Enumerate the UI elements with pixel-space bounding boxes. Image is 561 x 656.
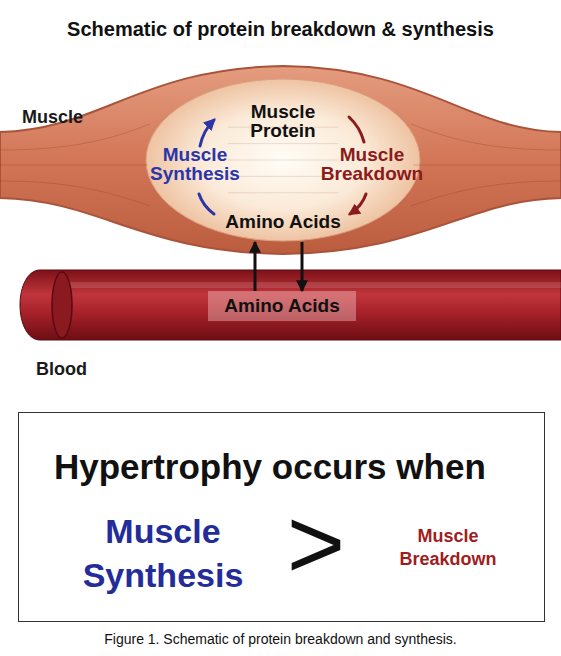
protein-label: Muscle Protein xyxy=(228,102,338,140)
blood-vessel: Amino AcidsBlood xyxy=(20,268,561,342)
muscle-fiber xyxy=(0,181,150,206)
greater-than-sign: > xyxy=(276,493,356,593)
muscle-fiber xyxy=(0,124,150,150)
breakdown-arrow xyxy=(350,194,366,214)
synthesis-arrow xyxy=(200,120,214,146)
muscle-outline xyxy=(0,66,561,254)
muscle-fiber xyxy=(411,124,561,150)
breakdown-arrow-tail xyxy=(349,117,364,142)
muscle-label: Muscle xyxy=(22,108,132,128)
cycle-arrows xyxy=(199,117,366,214)
figure-caption: Figure 1. Schematic of protein breakdown… xyxy=(0,631,561,648)
figure-title: Schematic of protein breakdown & synthes… xyxy=(0,18,561,40)
muscle-fiber xyxy=(228,192,338,193)
muscle-fiber xyxy=(0,165,148,166)
muscle-band: Muscle ProteinMuscle Synthesis Muscle Bre… xyxy=(0,60,561,260)
vessel-opening xyxy=(52,272,72,338)
breakdown-label: Muscle Breakdown xyxy=(317,145,427,183)
connector-arrow xyxy=(301,242,304,291)
synthesis-term: Muscle Synthesis xyxy=(43,509,283,597)
blood-label: Blood xyxy=(36,360,136,380)
connector-arrow xyxy=(254,242,257,291)
muscle-belly: Muscle ProteinMuscle SynthesisMuscle Bre… xyxy=(145,78,421,242)
summary-box: Hypertrophy occurs whenMuscle Synthesis>… xyxy=(18,412,545,622)
amino-acids-box: Amino Acids xyxy=(208,291,356,321)
muscle-fiber xyxy=(228,160,338,161)
synthesis-arrow-tail xyxy=(199,194,214,214)
vessel-highlight xyxy=(70,282,561,288)
muscle-fiber xyxy=(228,143,338,144)
synthesis-label: Muscle Synthesis xyxy=(145,145,245,183)
vessel-body xyxy=(20,270,561,340)
amino-acids-label: Amino Acids xyxy=(208,296,356,315)
amino-acids-label: Amino Acids xyxy=(208,212,358,231)
breakdown-term: Muscle Breakdown xyxy=(383,525,513,570)
summary-heading: Hypertrophy occurs when xyxy=(54,448,534,487)
muscle-fibers xyxy=(0,124,561,206)
muscle-fiber xyxy=(411,181,561,206)
muscle-fiber xyxy=(413,165,561,166)
